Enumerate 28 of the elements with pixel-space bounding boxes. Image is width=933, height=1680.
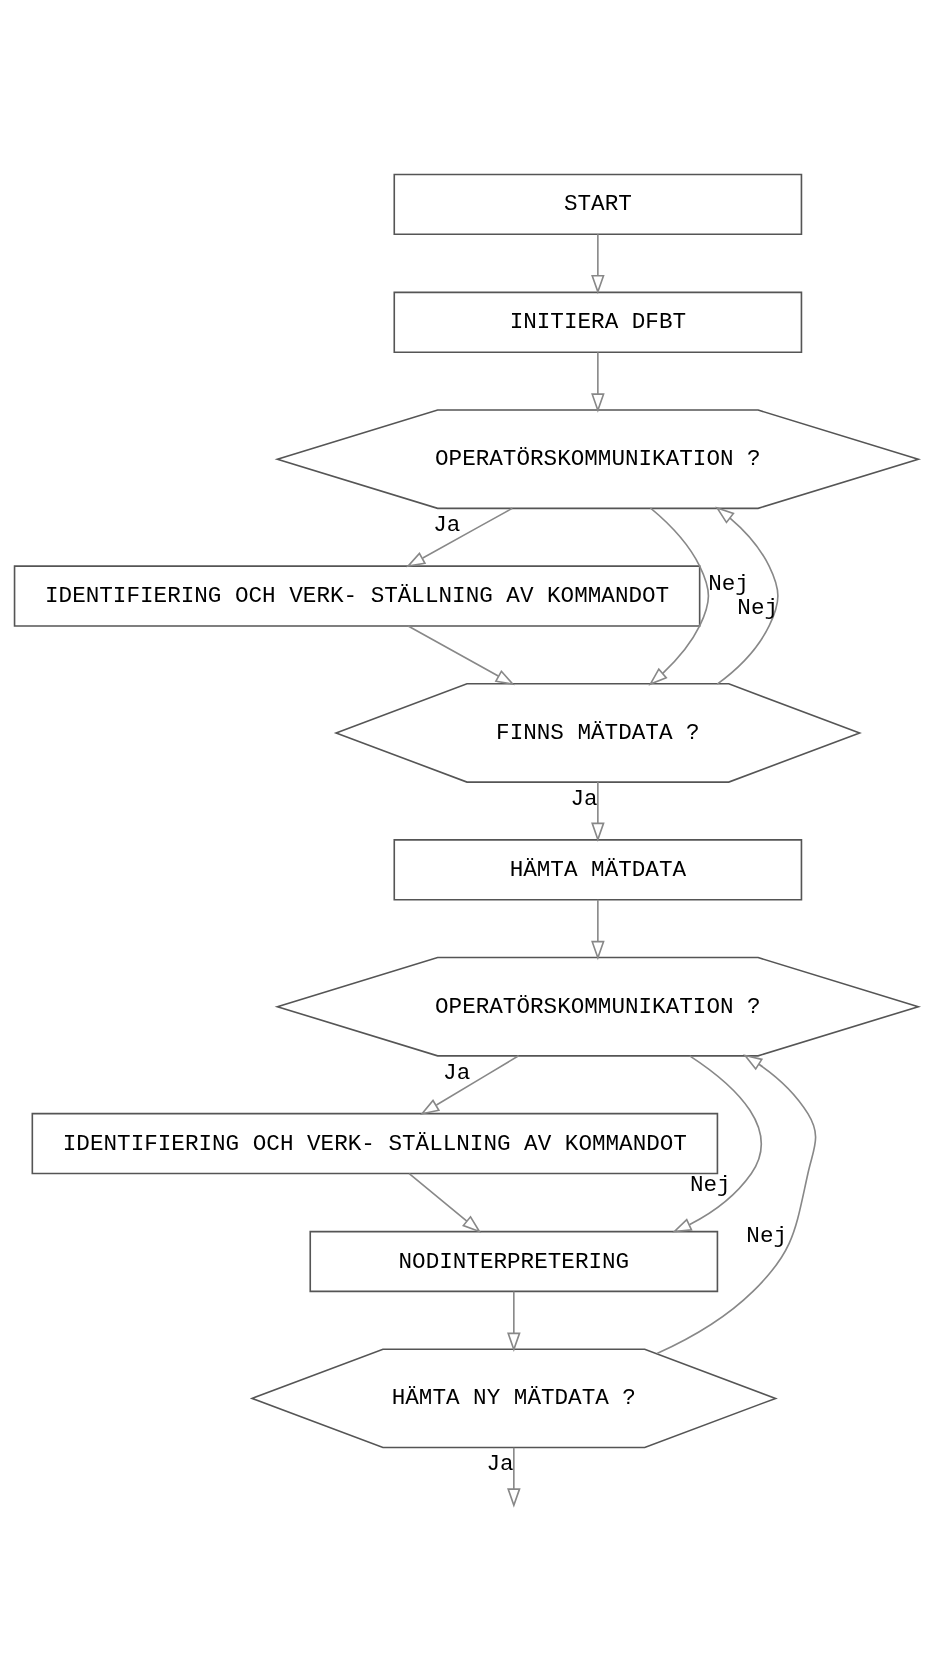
node-box: START [393, 173, 803, 235]
node-box: HÄMTA MÄTDATA [393, 838, 803, 900]
arrow [419, 1054, 520, 1115]
arrow [591, 898, 605, 960]
arrow [591, 233, 605, 294]
arrow [591, 350, 605, 413]
node-box: IDENTIFIERING OCH VERK- STÄLLNING AV KOMMANDOT [31, 1112, 719, 1174]
edge-label: Nej [737, 594, 779, 621]
edge-label: Ja [486, 1450, 514, 1477]
arrow [715, 506, 779, 685]
arrow [656, 1053, 817, 1354]
arrow [407, 624, 515, 685]
edge-label: Ja [570, 785, 598, 812]
arrow [591, 780, 605, 842]
edge-label: Ja [443, 1059, 471, 1086]
arrow [507, 1446, 521, 1508]
edge-label: Nej [746, 1222, 788, 1249]
edge-label: Ja [433, 511, 461, 538]
edge-label: Nej [708, 570, 749, 597]
arrow [405, 507, 514, 567]
node-box: IDENTIFIERING OCH VERK- STÄLLNING AV KOMMANDOT [13, 564, 701, 627]
arrow [648, 506, 710, 686]
node-box: INITIERA DFBT [393, 291, 803, 353]
arrow [408, 1172, 482, 1233]
edge-label: Nej [689, 1171, 731, 1198]
node-box: NODINTERPRETERING [309, 1230, 719, 1292]
arrow [672, 1054, 762, 1233]
arrow [507, 1290, 521, 1352]
